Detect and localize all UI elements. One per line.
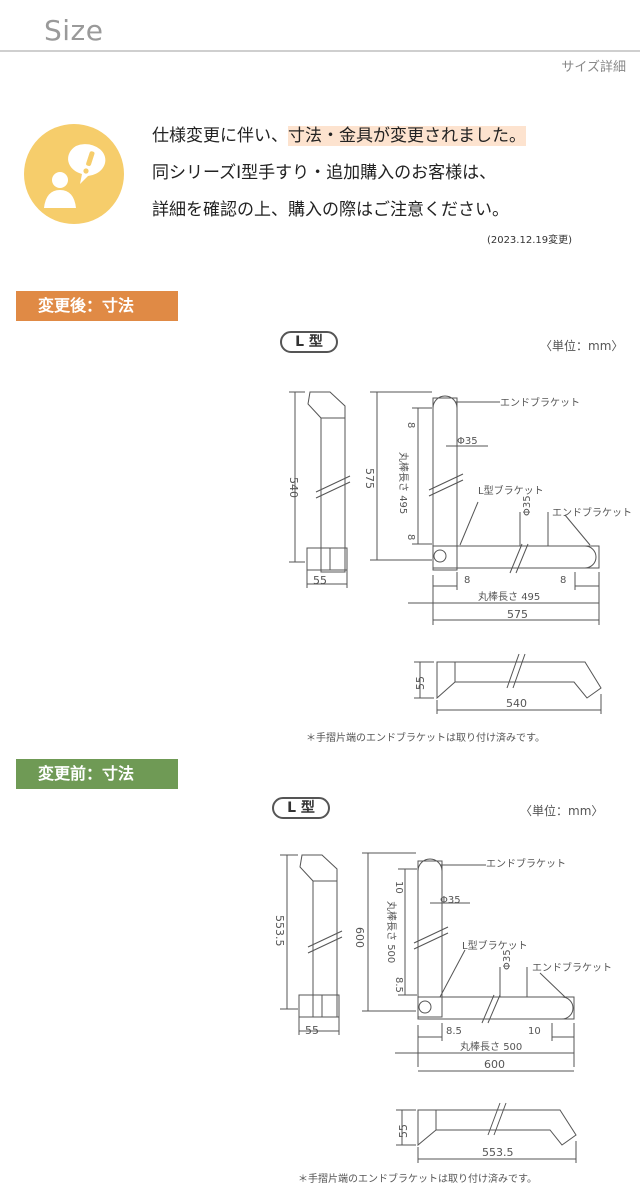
dim-diameter-h: Φ35: [502, 949, 513, 970]
dim-gap-bottom: 8: [405, 534, 416, 540]
page-subtitle: サイズ詳細: [561, 60, 626, 75]
dim-side-depth: 55: [305, 1024, 319, 1037]
dim-gap-right: 8: [560, 575, 566, 586]
section-label-before: 変更前：寸法: [16, 759, 178, 789]
notice-date: (2023.12.19変更): [486, 235, 572, 246]
dim-bottom-width: 553.5: [482, 1146, 514, 1159]
dim-bottom-depth: 55: [397, 1124, 410, 1138]
dim-gap-right: 10: [528, 1026, 541, 1037]
dimension-drawing-before: エンドブラケット L型ブラケット エンドブラケット 553.5 55 600 丸…: [273, 852, 612, 1163]
dim-rod-h: 丸棒長さ 495: [478, 590, 540, 603]
footnote-before: ＊手摺片端のエンドブラケットは取り付け済みです。: [298, 1174, 537, 1185]
dim-gap-left: 8: [464, 575, 470, 586]
section-label-after: 変更後：寸法: [16, 291, 178, 321]
unit-note-after: 〈単位：mm〉: [540, 339, 624, 353]
label-end-bracket-top: エンドブラケット: [486, 857, 566, 870]
dim-total-width: 600: [484, 1058, 505, 1071]
dim-rod-h: 丸棒長さ 500: [460, 1040, 522, 1053]
dim-side-height: 540: [287, 477, 300, 498]
dim-total-height: 600: [353, 927, 366, 948]
dim-rod-v: 丸棒長さ 495: [397, 452, 410, 514]
dim-diameter-h: Φ35: [522, 495, 533, 516]
exclamation-speech-person-icon: [24, 124, 124, 224]
dim-bottom-depth: 55: [414, 676, 427, 690]
notice-highlight: 寸法・金具が変更されました。: [288, 126, 526, 146]
type-badge-before: L 型: [272, 797, 330, 819]
footnote-after: ＊手摺片端のエンドブラケットは取り付け済みです。: [306, 733, 545, 744]
dim-diameter-v: Φ35: [440, 895, 461, 906]
dim-rod-v: 丸棒長さ 500: [385, 901, 398, 963]
dim-gap-top: 8: [405, 422, 416, 428]
dim-gap-bottom: 8.5: [393, 977, 404, 993]
dim-side-height: 553.5: [273, 915, 286, 947]
dim-gap-top: 10: [393, 881, 404, 894]
dim-gap-left: 8.5: [446, 1026, 462, 1037]
label-end-bracket-right: エンドブラケット: [552, 506, 632, 519]
dim-side-depth: 55: [313, 574, 327, 587]
type-badge-after: L 型: [280, 331, 338, 353]
page-title: Size: [44, 14, 104, 47]
notice-line-1: 仕様変更に伴い、寸法・金具が変更されました。: [152, 126, 526, 146]
label-end-bracket-right: エンドブラケット: [532, 961, 612, 974]
label-l-bracket: L型ブラケット: [478, 484, 544, 497]
dimension-drawing-after: エンドブラケット L型ブラケット エンドブラケット 540 55 575 丸棒長…: [287, 391, 632, 714]
header-divider: [0, 50, 640, 52]
notice-line-3: 詳細を確認の上、購入の際はご注意ください。: [152, 200, 509, 220]
dim-total-width: 575: [507, 608, 528, 621]
notice-line-2: 同シリーズI型手すり・追加購入のお客様は、: [152, 163, 497, 183]
unit-note-before: 〈単位：mm〉: [520, 804, 604, 818]
label-end-bracket-top: エンドブラケット: [500, 396, 580, 409]
dim-diameter-v: Φ35: [457, 436, 478, 447]
dim-bottom-width: 540: [506, 697, 527, 710]
label-l-bracket: L型ブラケット: [462, 939, 528, 952]
dim-total-height: 575: [363, 468, 376, 489]
